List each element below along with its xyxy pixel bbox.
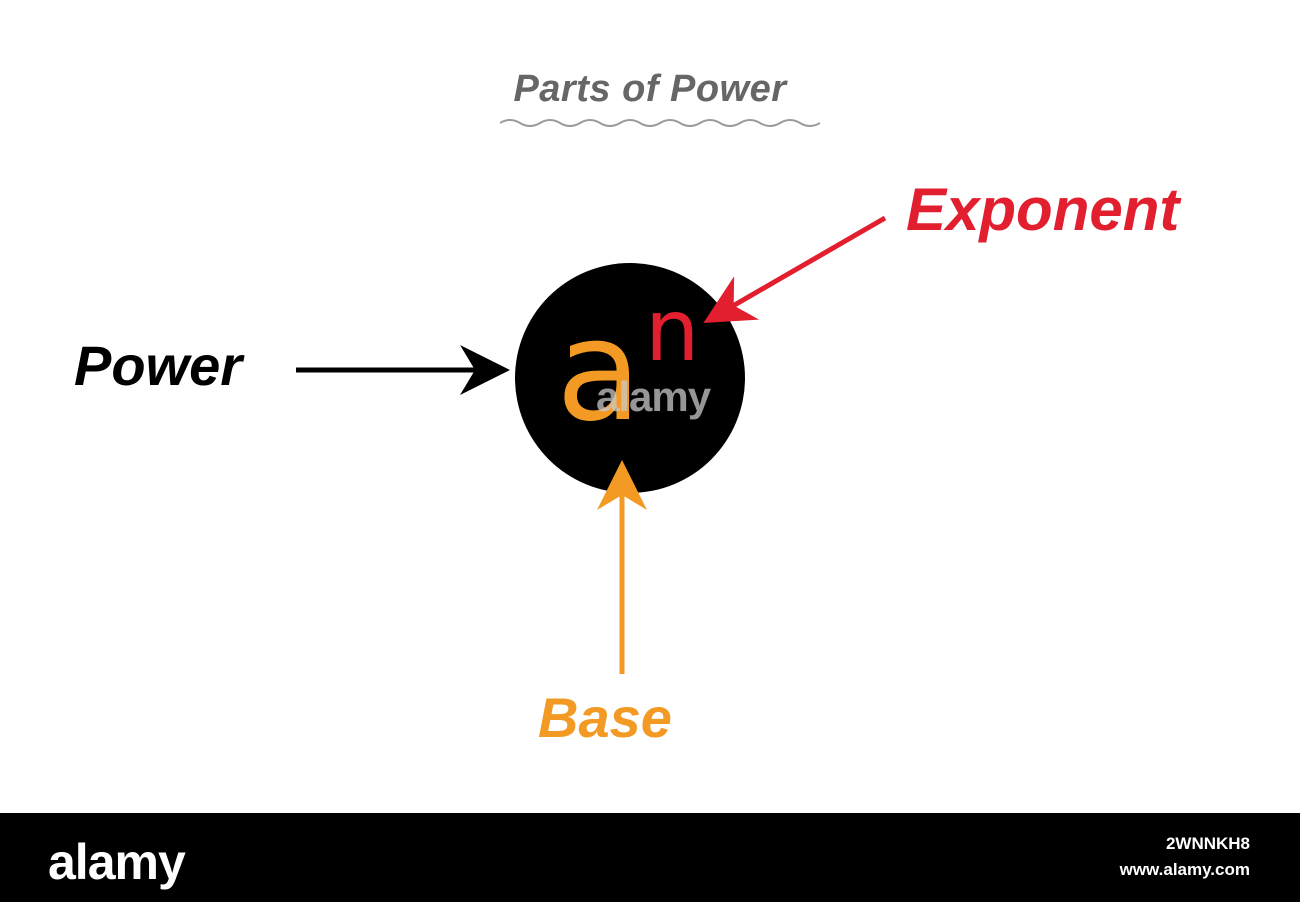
exponent-label: Exponent: [906, 176, 1180, 243]
alamy-logo: alamy: [48, 834, 186, 890]
power-label: Power: [74, 334, 243, 397]
exponent-symbol: n: [645, 281, 700, 381]
exponent-arrow: [703, 215, 887, 324]
base-label: Base: [538, 686, 672, 749]
base-symbol: a: [556, 290, 642, 453]
diagram-graphics: [296, 215, 887, 674]
image-id-text: 2WNNKH8: [1165, 834, 1250, 853]
power-circle: [515, 263, 745, 493]
diagram-title: Parts of Power: [513, 68, 787, 110]
watermark-footer: alamy 2WNNKH8 www.alamy.com: [0, 813, 1300, 902]
center-watermark: alamy: [596, 373, 711, 420]
title-wave-underline: [500, 119, 820, 127]
footer-url-text: www.alamy.com: [1119, 860, 1250, 879]
